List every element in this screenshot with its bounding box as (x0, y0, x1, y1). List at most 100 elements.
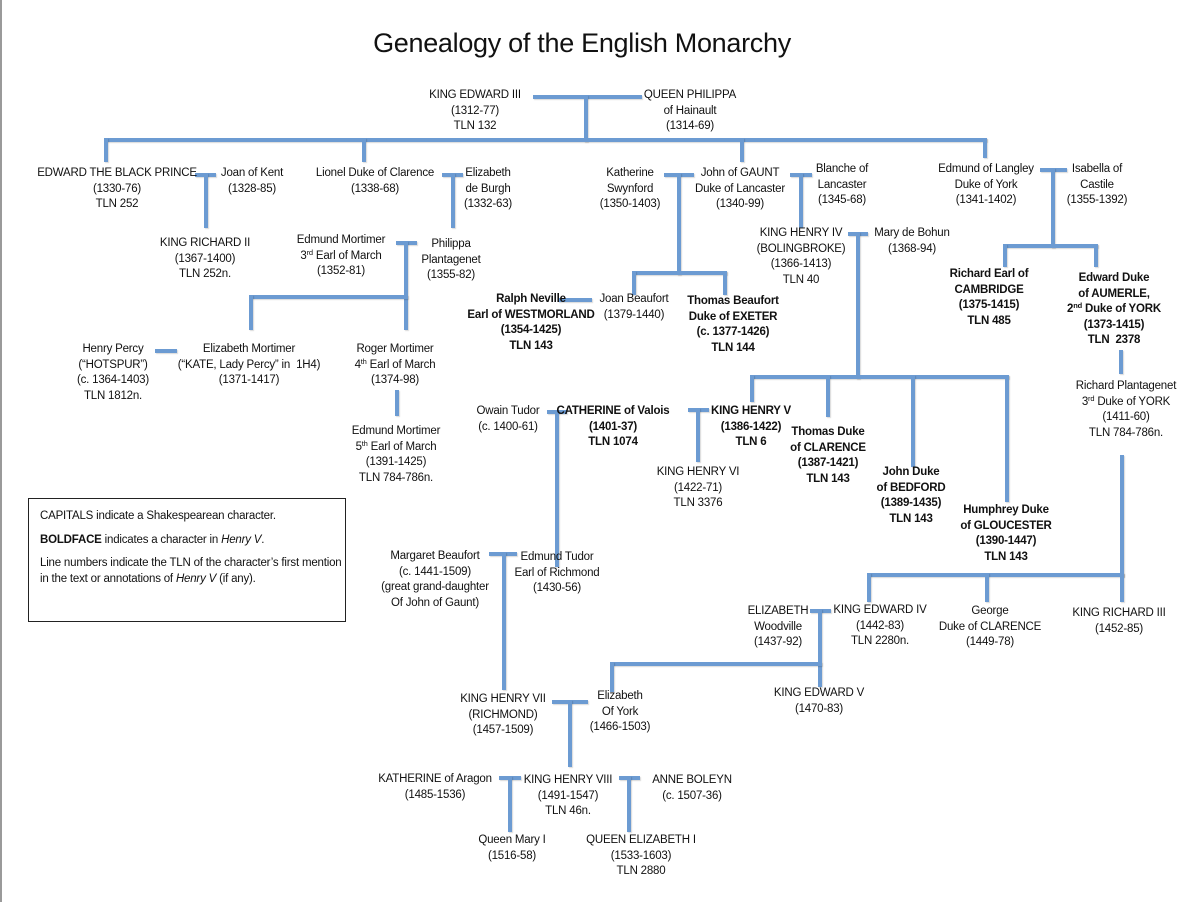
person-line: (1533-1603) (610, 849, 672, 862)
connector-line (1003, 244, 1098, 248)
person-line: (1466-1503) (589, 721, 651, 733)
person-bohun: Mary de Bohun(1368-94) (874, 226, 950, 257)
person-line: Elizabeth (465, 167, 511, 179)
person-line: QUEEN PHILIPPA (643, 89, 737, 101)
connector-line (983, 138, 987, 158)
person-henry7: KING HENRY VII(RICHMOND)(1457-1509) (460, 692, 546, 739)
person-line: (1314-69) (665, 120, 715, 132)
connector-line (451, 173, 455, 228)
person-line: (1430-56) (532, 582, 582, 594)
person-line: 3rd Duke of YORK (1081, 393, 1171, 408)
person-line: CAMBRIDGE (954, 283, 1024, 296)
connector-line (740, 138, 744, 162)
connector-line (677, 173, 681, 275)
person-line: John of GAUNT (700, 167, 780, 179)
person-line: (1401-37) (588, 420, 638, 433)
person-line: Edmund Mortimer (351, 425, 441, 437)
connector-line (826, 375, 830, 417)
person-line: Roger Mortimer (356, 343, 434, 355)
person-line: Owain Tudor (476, 405, 540, 417)
person-line: Henry Percy (82, 343, 144, 355)
connector-line (1051, 168, 1055, 248)
connector-line (568, 700, 572, 767)
person-line: TLN 144 (711, 341, 755, 354)
connector-line (1120, 455, 1124, 577)
person-line: Mary de Bohun (874, 227, 950, 239)
legend-text: . (261, 533, 265, 546)
person-line: TLN 143 (806, 472, 850, 485)
person-line: TLN 46n. (545, 805, 591, 817)
connector-line (1119, 350, 1123, 374)
person-line: TLN 2378 (1087, 334, 1141, 346)
person-line: KING HENRY VI (656, 466, 740, 478)
person-line: EDWARD THE BLACK PRINCE (37, 167, 197, 179)
person-margaret: Margaret Beaufort (c. 1441-1509) (great gr… (381, 549, 489, 611)
connector-line (985, 573, 989, 602)
connector-line (610, 662, 614, 692)
person-line: (1350-1403) (599, 198, 661, 210)
connector-line (204, 173, 208, 228)
person-line: (great grand-daughter (381, 581, 489, 593)
person-line: TLN 784-786n. (358, 471, 434, 484)
person-edward3: KING EDWARD III(1312-77)TLN 132 (429, 88, 521, 135)
person-line: Of John of Gaunt) (390, 596, 479, 609)
connector-line (1094, 244, 1098, 267)
person-line: (RICHMOND) (468, 708, 538, 721)
person-line: TLN 143 (984, 550, 1028, 563)
connector-line (1005, 375, 1009, 502)
person-line: QUEEN ELIZABETH I (586, 834, 696, 846)
person-elizmortimer: Elizabeth Mortimer(“KATE, Lady Percy” in… (178, 342, 321, 389)
person-line: Duke of York (954, 178, 1018, 191)
person-line: of BEDFORD (876, 481, 946, 494)
person-line: Katherine (606, 167, 654, 179)
person-elizabeth1: QUEEN ELIZABETH I (1533-1603) TLN 2880 (586, 833, 696, 880)
person-line: Swynford (606, 182, 654, 195)
person-line: TLN 2880 (616, 865, 666, 877)
person-mary1: Queen Mary I(1516-58) (478, 833, 545, 864)
person-aragon: KATHERINE of Aragon(1485-1536) (378, 772, 492, 803)
connector-line (818, 609, 822, 687)
person-line: KING HENRY VII (460, 693, 546, 705)
person-line: Duke of Lancaster (695, 182, 785, 195)
connector-line (627, 776, 631, 832)
connector-line (610, 662, 822, 666)
connector-line (1003, 244, 1007, 267)
person-line: Edmund Tudor (520, 551, 594, 563)
person-line: Queen Mary I (478, 834, 546, 846)
connector-line (584, 95, 588, 142)
person-line: (1485-1536) (404, 788, 466, 801)
person-line: (1391-1425) (365, 456, 427, 468)
person-line: John Duke (882, 466, 940, 478)
person-line: (1355-1392) (1066, 194, 1128, 206)
person-line: Edward Duke (1078, 272, 1150, 284)
person-line: of Hainault (663, 104, 717, 117)
person-line: (c. 1441-1509) (399, 565, 471, 578)
person-line: TLN 485 (967, 314, 1011, 327)
person-line: (1352-81) (316, 265, 366, 277)
person-line: Margaret Beaufort (390, 550, 480, 562)
person-line: (1389-1435) (880, 497, 942, 509)
connector-line (249, 295, 408, 299)
connector-line (502, 552, 506, 690)
person-line: TLN 143 (889, 512, 933, 525)
connector-line (723, 271, 727, 295)
person-blackprince: EDWARD THE BLACK PRINCE(1330-76)TLN 252 (37, 166, 197, 213)
connector-line (632, 271, 727, 275)
person-line: KING HENRY VIII (523, 774, 613, 786)
connector-line (104, 138, 108, 162)
person-line: (1355-82) (426, 269, 476, 281)
person-catherine: CATHERINE of Valois(1401-37)TLN 1074 (557, 404, 670, 451)
person-line: TLN 784-786n. (1088, 426, 1164, 439)
person-line: (1491-1547) (537, 789, 599, 802)
person-line: Earl of WESTMORLAND (467, 308, 595, 321)
person-line: of GLOUCESTER (960, 519, 1052, 532)
